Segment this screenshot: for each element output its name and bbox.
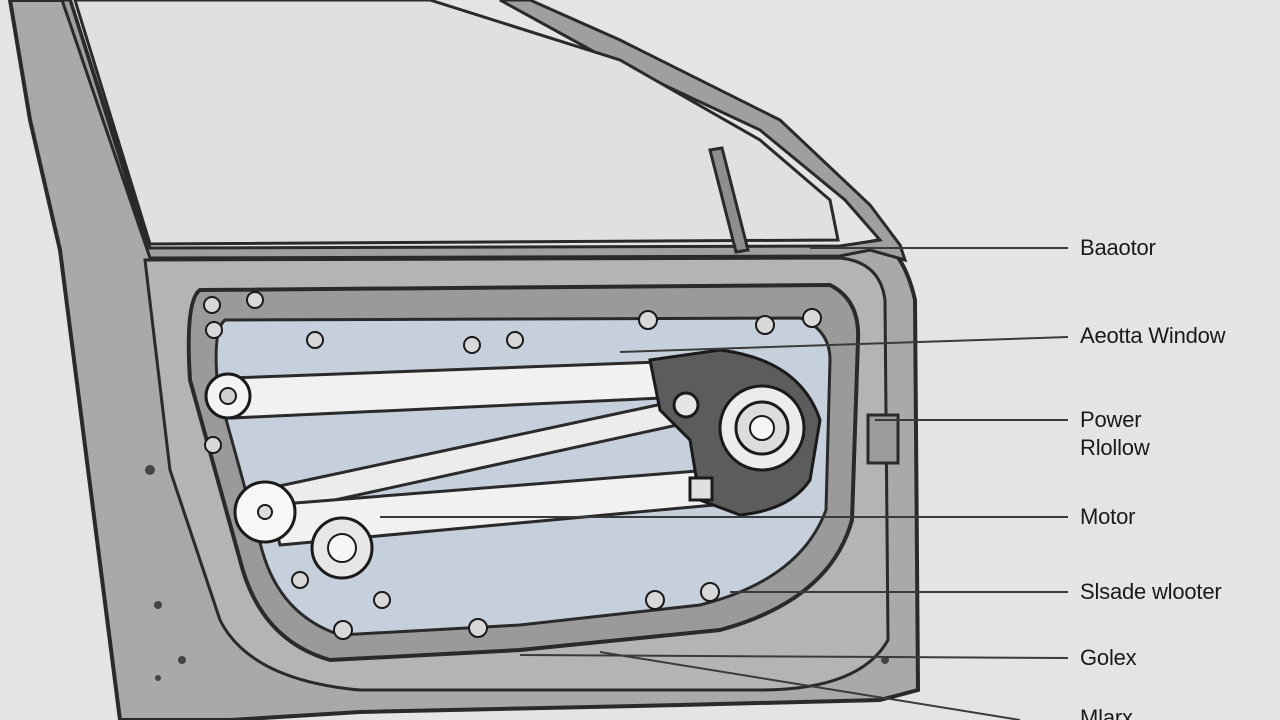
callout-line-bottom	[599, 651, 1021, 720]
motor-gear-hub	[749, 415, 775, 441]
label-golex: Golex	[1080, 645, 1137, 670]
label-power-line2: Rlollow	[1080, 435, 1150, 460]
label-motor: Motor	[1080, 504, 1136, 529]
lower-roller-hub	[327, 533, 357, 563]
pulley-upper-hub	[219, 387, 237, 405]
window-glass	[73, 0, 840, 246]
window-frame	[18, 0, 908, 263]
rail-clip	[688, 476, 714, 502]
label-window: Aeotta Window	[1080, 323, 1226, 348]
door-latch	[866, 413, 900, 465]
callout-lines	[380, 247, 1069, 720]
label-regulator: Baaotor	[1080, 235, 1156, 260]
mounting-bolts	[203, 291, 822, 640]
label-slide: Slsade wlooter	[1080, 579, 1222, 604]
shell-screws	[145, 465, 889, 681]
callout-line-golex	[519, 654, 1069, 659]
division-bar	[708, 146, 750, 254]
label-bottom: Mlarx	[1080, 705, 1133, 720]
callout-line-window	[619, 336, 1069, 353]
label-power: Power	[1080, 407, 1142, 432]
pulley-lower-hub	[257, 504, 273, 520]
rail-end-bolt	[672, 391, 700, 419]
